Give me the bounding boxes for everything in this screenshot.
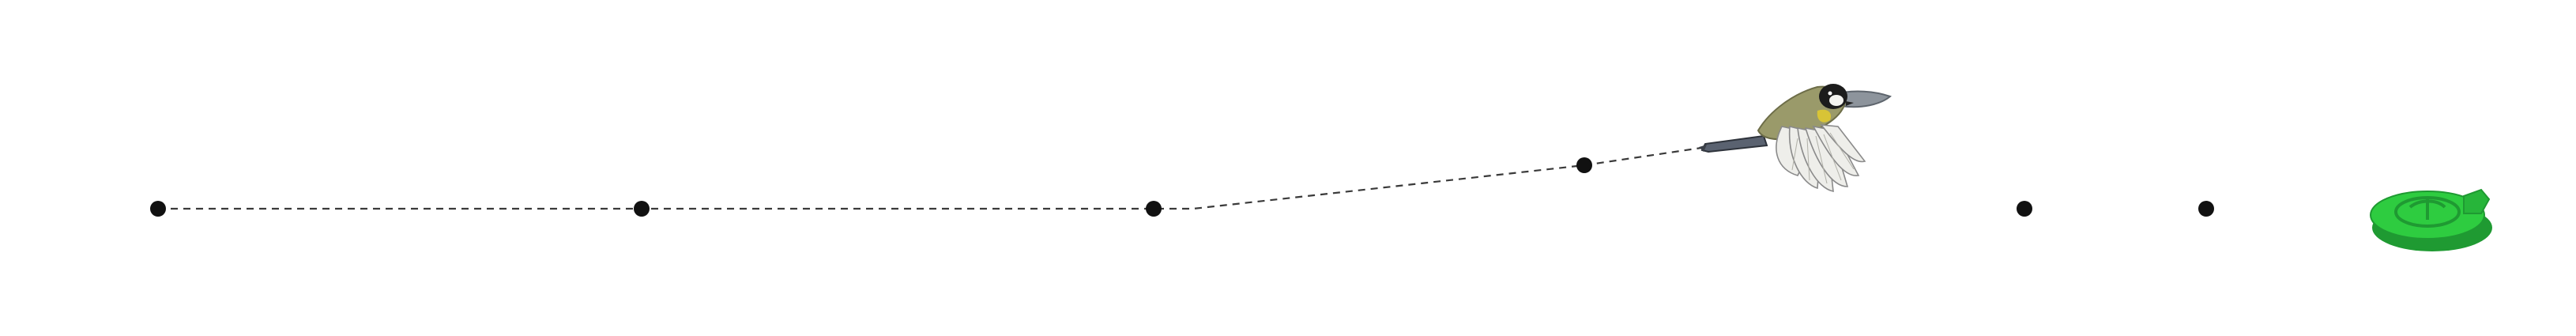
waypoints: [150, 157, 2214, 217]
waypoint-6[interactable]: [2198, 201, 2214, 217]
waypoint-4[interactable]: [1576, 157, 1592, 173]
waypoint-2[interactable]: [634, 201, 650, 217]
green-disc-icon[interactable]: [2370, 188, 2492, 251]
flight-path: [158, 145, 1708, 210]
waypoint-5[interactable]: [2017, 201, 2032, 217]
waypoint-1[interactable]: [150, 201, 166, 217]
waypoint-3[interactable]: [1146, 201, 1162, 217]
bird-icon[interactable]: [1699, 84, 1892, 193]
